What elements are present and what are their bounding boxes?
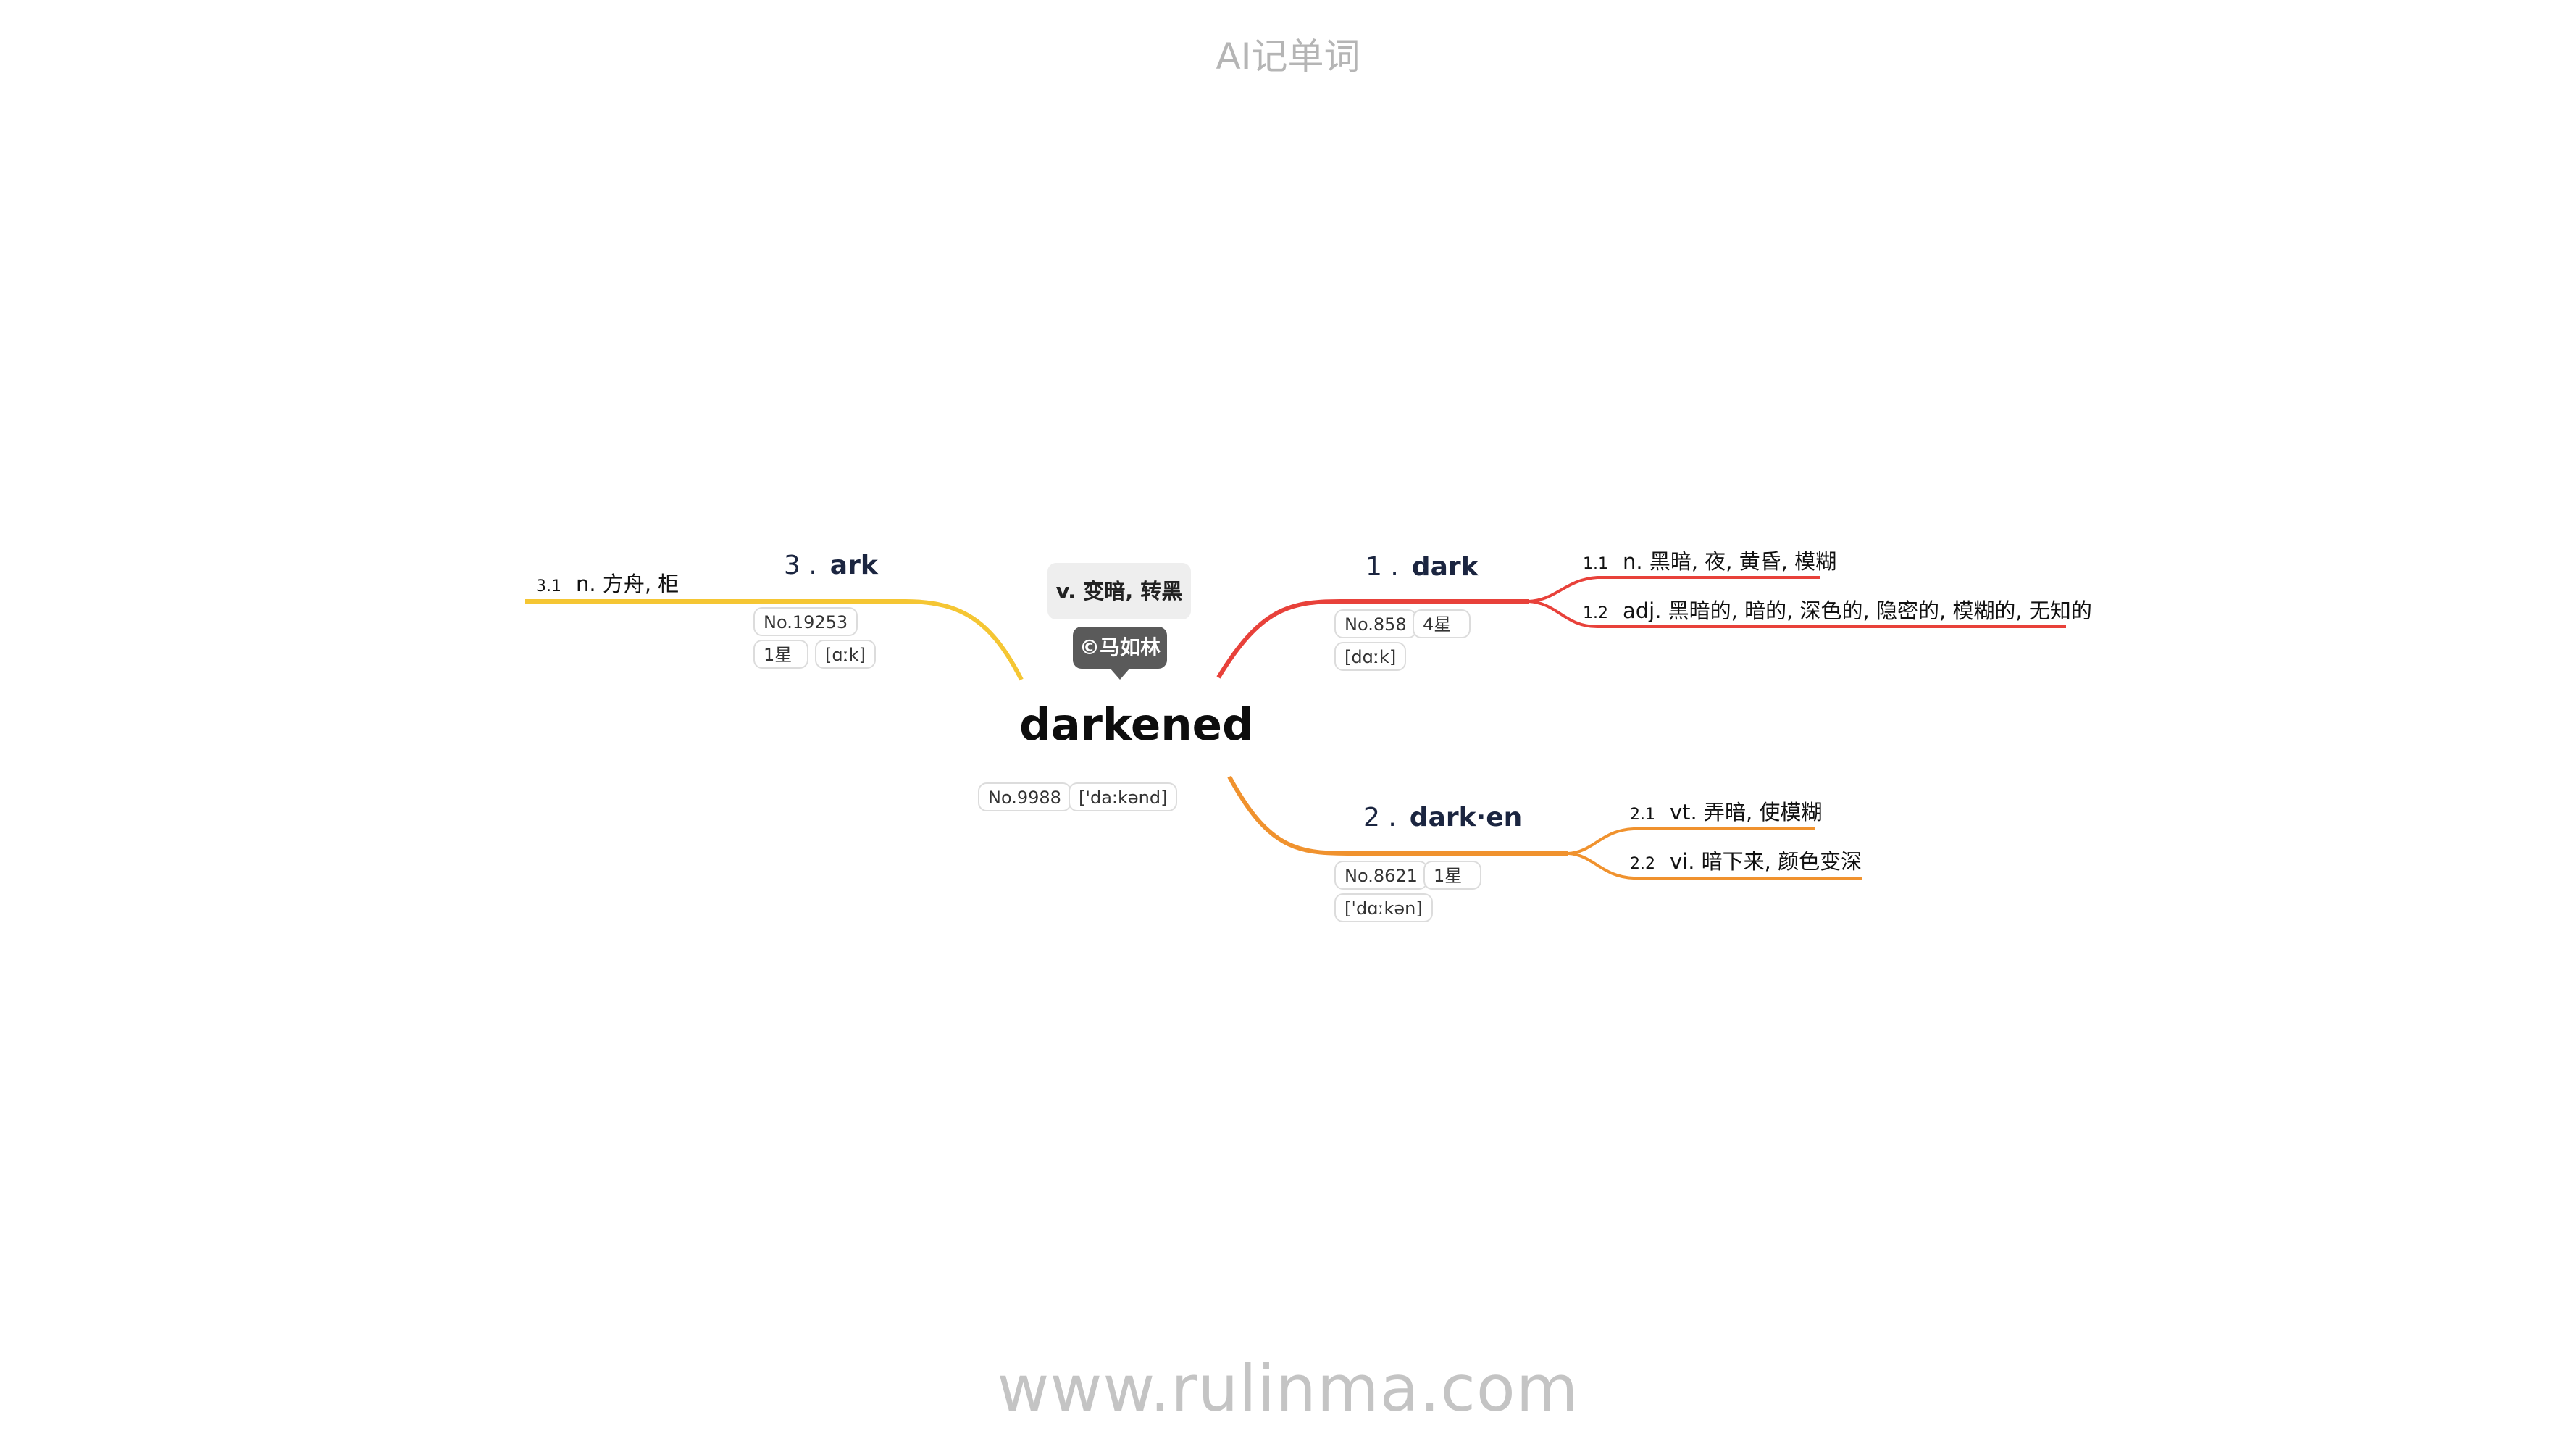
branch-1-tag-stars: 4星 <box>1413 609 1471 638</box>
copyright-text: ©马如林 <box>1079 635 1161 659</box>
branch-2-tag-stars: 1星 <box>1423 861 1481 890</box>
branch-2-number: 2 . <box>1363 803 1397 832</box>
center-tag-number: No.9988 <box>978 782 1071 811</box>
branch-2-tag-number: No.8621 <box>1334 861 1428 890</box>
branch-3-title: 3 . ark <box>784 551 878 580</box>
meaning-text: v. 变暗, 转黑 <box>1055 579 1183 604</box>
branch-2-tag-phonetic: [ˈdɑːkən] <box>1334 893 1433 922</box>
branch-3-tag-number: No.19253 <box>753 607 858 636</box>
branch-1-def-2-line <box>1528 600 2066 628</box>
branch-1-def-1-text: n. 黑暗, 夜, 黄昏, 模糊 <box>1623 549 1837 574</box>
meaning-tooltip: v. 变暗, 转黑 <box>1047 563 1191 619</box>
branch-2-def-2-line <box>1568 852 1862 880</box>
branch-1-word: dark <box>1411 552 1479 582</box>
branch-1-tag-number: No.858 <box>1334 609 1417 638</box>
branch-3-number: 3 . <box>784 551 817 580</box>
branch-1-tag-phonetic: [dɑːk] <box>1334 642 1407 671</box>
branch-1-def-2-index: 1.2 <box>1583 604 1608 622</box>
site-url: www.rulinma.com <box>997 1351 1579 1426</box>
branch-2-def-1-text: vt. 弄暗, 使模糊 <box>1670 800 1823 824</box>
branch-1-def-1: 1.1 n. 黑暗, 夜, 黄昏, 模糊 <box>1583 545 1836 575</box>
copyright-pointer <box>1110 668 1130 680</box>
branch-2-title: 2 . dark·en <box>1363 803 1522 832</box>
branch-1-def-2: 1.2 adj. 黑暗的, 暗的, 深色的, 隐密的, 模糊的, 无知的 <box>1583 594 2092 625</box>
branch-1-def-1-index: 1.1 <box>1583 555 1608 573</box>
center-word: darkened <box>1019 699 1254 751</box>
branch-1-def-1-line <box>1528 576 1820 603</box>
branch-2-def-1-line <box>1568 827 1815 855</box>
branch-3-def-1-text: n. 方舟, 柜 <box>576 572 679 596</box>
branch-2-def-2: 2.2 vi. 暗下来, 颜色变深 <box>1630 845 1862 875</box>
branch-3-def-1-index: 3.1 <box>536 577 561 596</box>
copyright-badge: ©马如林 <box>1073 627 1167 669</box>
branch-2-curve <box>1227 775 1568 856</box>
branch-1-number: 1 . <box>1366 552 1399 582</box>
branch-2-def-1-index: 2.1 <box>1630 806 1655 824</box>
branch-3-curve <box>525 599 1024 681</box>
branch-3-def-1: 3.1 n. 方舟, 柜 <box>536 567 679 598</box>
branch-3-tag-stars: 1星 <box>753 640 808 669</box>
branch-2-def-2-text: vi. 暗下来, 颜色变深 <box>1670 849 1862 874</box>
branch-3-word: ark <box>829 551 878 580</box>
branch-3-tag-phonetic: [ɑːk] <box>815 640 876 669</box>
branch-2-def-2-index: 2.2 <box>1630 855 1655 873</box>
branch-2-word: dark·en <box>1409 803 1523 832</box>
center-tag-phonetic: ['da:kənd] <box>1069 782 1178 811</box>
branch-1-title: 1 . dark <box>1366 552 1479 582</box>
branch-2-def-1: 2.1 vt. 弄暗, 使模糊 <box>1630 796 1822 826</box>
app-title: AI记单词 <box>1216 36 1360 78</box>
branch-1-curve <box>1216 599 1529 679</box>
branch-1-def-2-text: adj. 黑暗的, 暗的, 深色的, 隐密的, 模糊的, 无知的 <box>1623 598 2092 623</box>
